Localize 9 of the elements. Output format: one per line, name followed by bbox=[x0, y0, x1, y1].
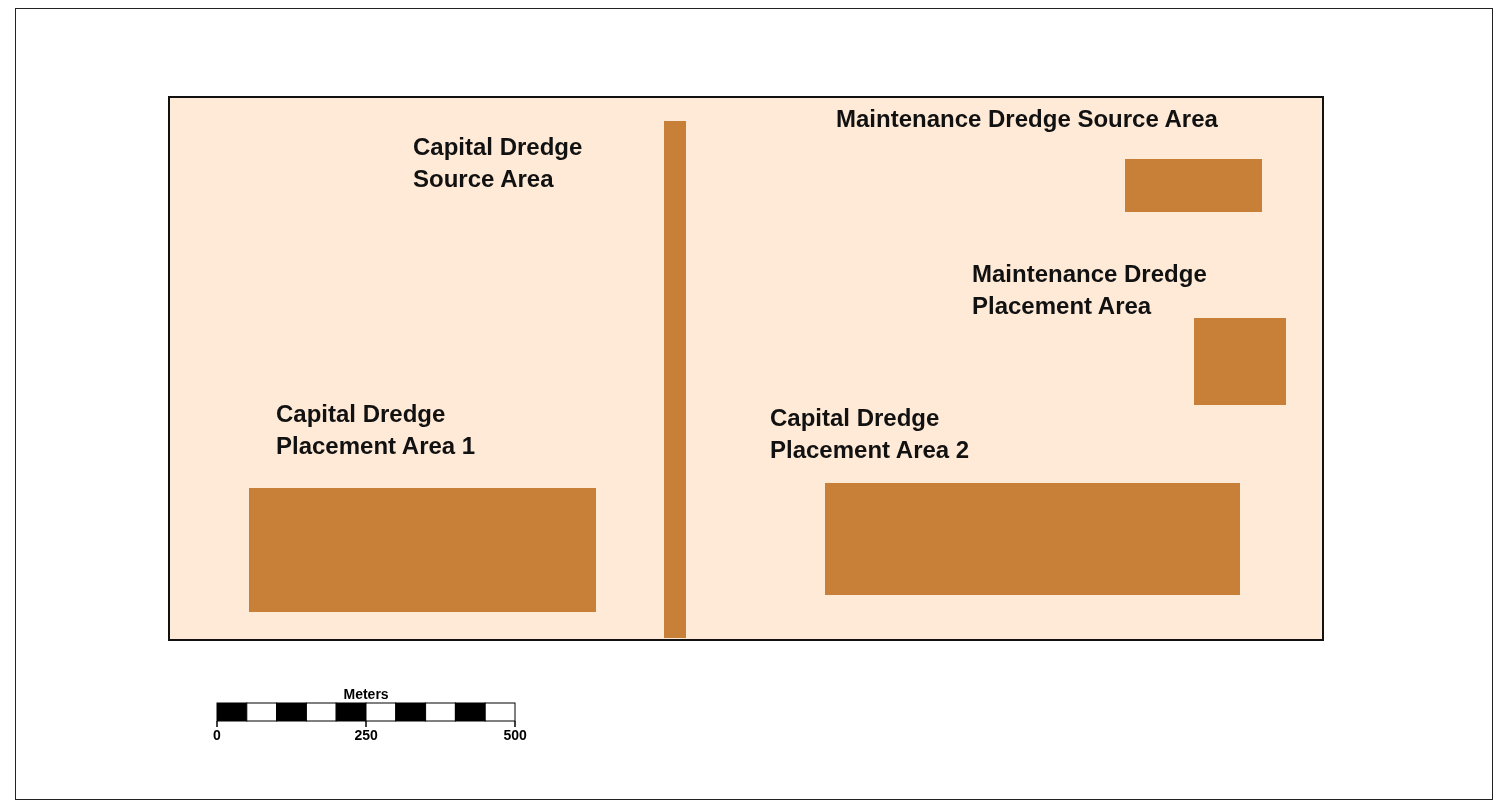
area-label: Maintenance Dredge Placement Area bbox=[972, 259, 1208, 321]
area-label: Capital Dredge Source Area bbox=[413, 132, 584, 194]
area-label: Capital Dredge Placement Area 2 bbox=[770, 403, 971, 465]
scale-tick-label: 500 bbox=[503, 727, 527, 743]
area-label: Maintenance Dredge Source Area bbox=[836, 104, 1219, 134]
scale-tick-label: 0 bbox=[213, 727, 221, 743]
scale-tick-label: 250 bbox=[354, 727, 378, 743]
area-label: Capital Dredge Placement Area 1 bbox=[276, 399, 477, 461]
scale-unit-label: Meters bbox=[343, 686, 389, 702]
